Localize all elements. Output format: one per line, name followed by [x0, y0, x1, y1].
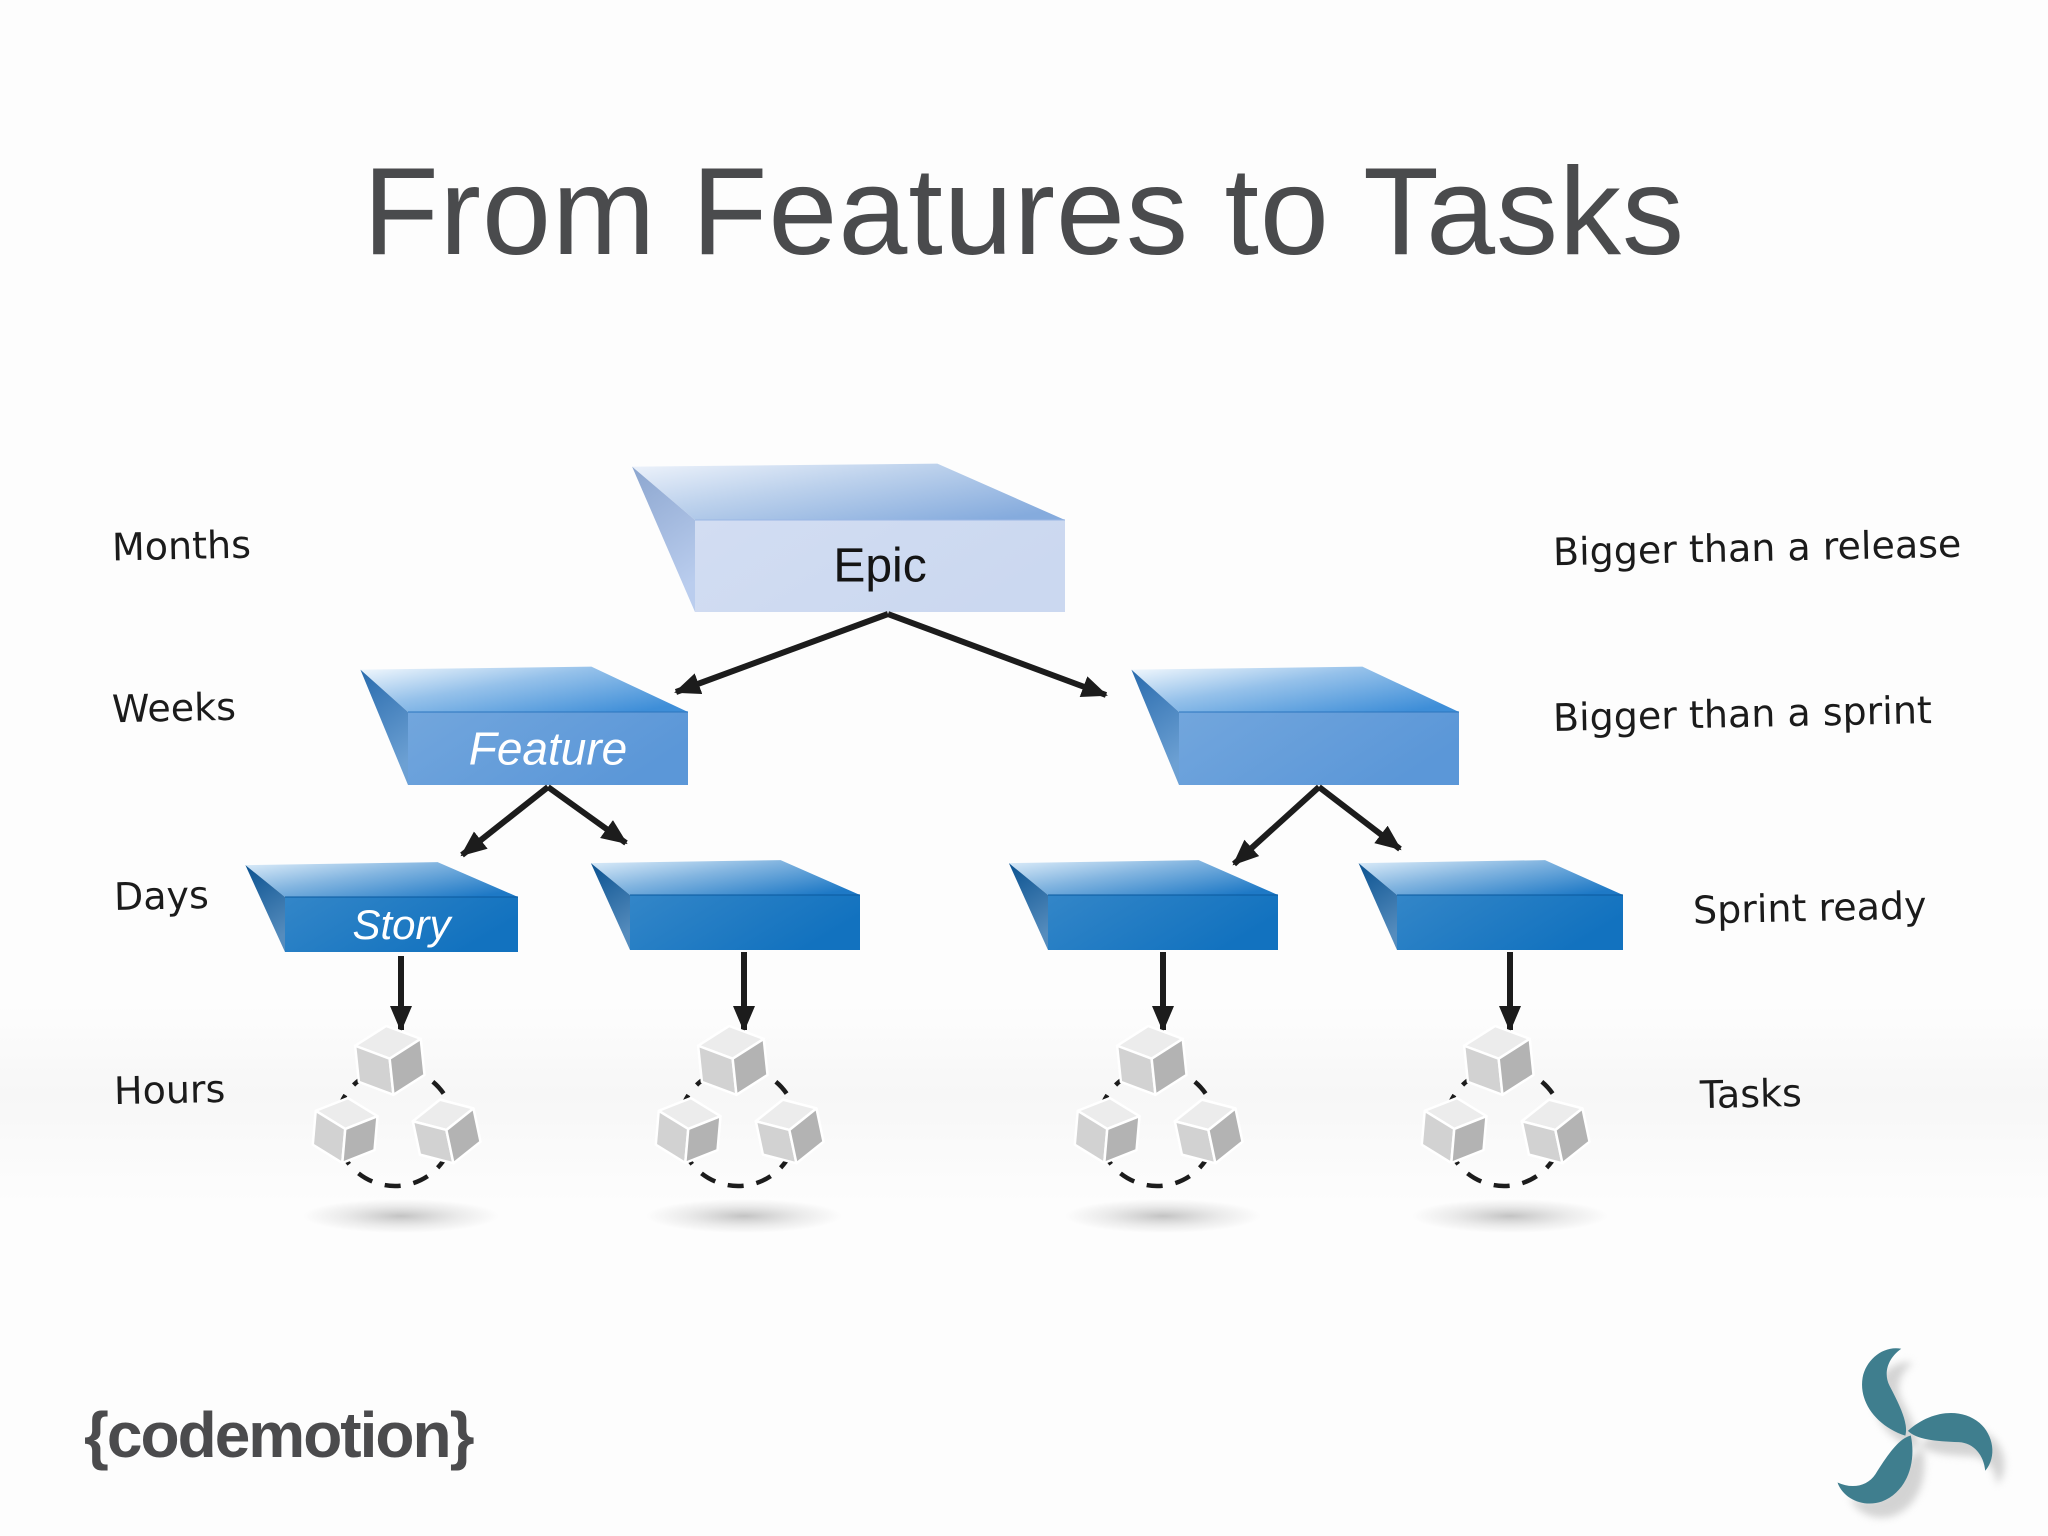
- story-box-4-top-face: [1358, 860, 1623, 895]
- story-box-4: [1358, 860, 1623, 950]
- cluster-shadow: [1412, 1199, 1608, 1233]
- story-box-1: Story: [245, 862, 518, 952]
- task-cube: [1520, 1098, 1591, 1165]
- feature-box-left-front-face: [408, 712, 688, 785]
- task-cube: [411, 1098, 482, 1165]
- swirl-arm: [1907, 1413, 1993, 1471]
- story-box-1-front-face: [285, 897, 518, 952]
- teal-swirl-logo: [1837, 1348, 2005, 1518]
- task-cube: [311, 1096, 379, 1165]
- task-cluster-3: [1065, 1024, 1261, 1233]
- task-cube: [1420, 1096, 1488, 1165]
- arrow-featureR-to-story3: [1231, 784, 1322, 867]
- swirl-arm: [1862, 1348, 1907, 1436]
- cube-right: [1103, 1114, 1141, 1165]
- cluster-shadow: [1065, 1199, 1261, 1233]
- feature-box-right: [1131, 666, 1459, 785]
- cube-right: [731, 1037, 769, 1097]
- feature-box-right-top-face: [1131, 666, 1459, 712]
- epic-box-front-face: [695, 520, 1065, 612]
- feature-box-right-side-face: [1131, 669, 1179, 785]
- feature-box-left-side-face: [360, 669, 408, 785]
- arrow-featureR-to-story4: [1317, 784, 1402, 852]
- epic-box: Epic: [632, 463, 1065, 612]
- arrow-featureL-to-story1: [460, 784, 550, 858]
- task-cube: [1462, 1024, 1535, 1097]
- task-cube: [353, 1024, 426, 1097]
- story-box-1-label: Story: [352, 901, 453, 948]
- cube-right: [1207, 1107, 1244, 1165]
- cube-right: [1497, 1037, 1535, 1097]
- cube-right: [1150, 1037, 1188, 1097]
- arrow-featureL-to-story2: [546, 784, 628, 846]
- epic-box-label: Epic: [833, 540, 926, 593]
- cube-right: [788, 1107, 825, 1165]
- feature-box-left-top-face: [360, 666, 688, 712]
- story-box-3-top-face: [1008, 860, 1278, 895]
- codemotion-logo: {codemotion}: [84, 1399, 474, 1471]
- task-cluster-4: [1412, 1024, 1608, 1233]
- story-box-3-front-face: [1048, 895, 1278, 950]
- task-cube: [696, 1024, 769, 1097]
- swirl-arms: [1837, 1348, 1993, 1504]
- story-box-4-side-face: [1358, 863, 1397, 950]
- story-box-3: [1008, 860, 1278, 950]
- feature-box-left-label: Feature: [469, 723, 628, 775]
- slide-title: From Features to Tasks: [362, 143, 1686, 281]
- cluster-shadow: [646, 1199, 842, 1233]
- story-box-2-side-face: [590, 863, 630, 950]
- cube-right: [1554, 1107, 1591, 1165]
- task-cube: [1073, 1096, 1141, 1165]
- feature-box-right-front-face: [1179, 712, 1459, 785]
- story-box-1-top-face: [245, 862, 518, 897]
- task-cluster-1: [303, 1024, 499, 1233]
- task-cube: [754, 1098, 825, 1165]
- epic-box-top-face: [632, 463, 1065, 520]
- cube-right: [341, 1114, 379, 1165]
- arrow-epic-to-feature-left: [674, 611, 890, 695]
- task-cube: [1115, 1024, 1188, 1097]
- swirl-arm: [1837, 1435, 1913, 1504]
- task-cube: [654, 1096, 722, 1165]
- cube-right: [1450, 1114, 1488, 1165]
- epic-box-side-face: [632, 466, 695, 612]
- cube-right: [445, 1107, 482, 1165]
- task-cluster-2: [646, 1024, 842, 1233]
- arrow-epic-to-feature-right: [886, 611, 1108, 698]
- story-box-2-top-face: [590, 860, 860, 895]
- cluster-shadow: [303, 1199, 499, 1233]
- task-cube: [1173, 1098, 1244, 1165]
- story-box-3-side-face: [1008, 863, 1048, 950]
- cube-right: [388, 1037, 426, 1097]
- story-box-2-front-face: [630, 895, 860, 950]
- story-box-4-front-face: [1397, 895, 1623, 950]
- story-box-2: [590, 860, 860, 950]
- feature-box-left: Feature: [360, 666, 688, 785]
- cube-right: [684, 1114, 722, 1165]
- story-box-1-side-face: [245, 865, 285, 952]
